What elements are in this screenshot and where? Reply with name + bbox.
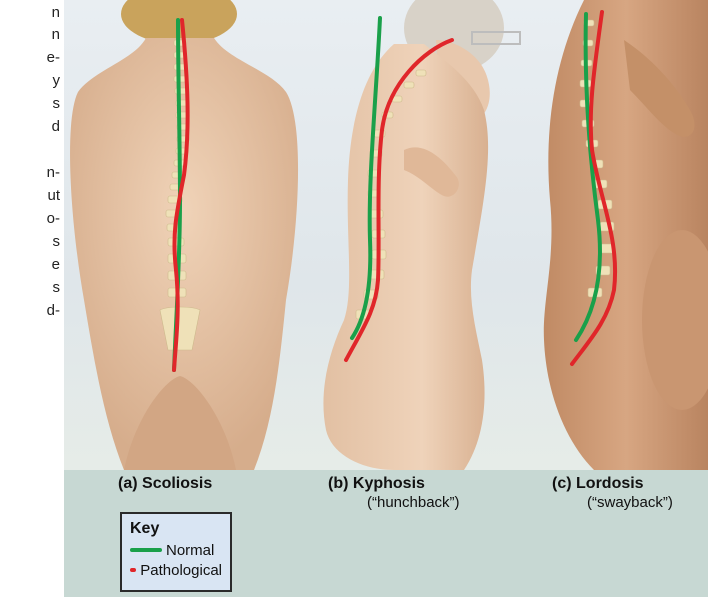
- figure-lordosis: [544, 0, 708, 470]
- caption-lordosis: (c) Lordosis (“swayback”): [552, 474, 673, 512]
- side-text-line: n: [52, 26, 60, 43]
- legend-swatch-pathological: [130, 568, 136, 572]
- legend-item-pathological: Pathological: [130, 560, 222, 580]
- spine-curvature-illustration: [64, 0, 708, 470]
- side-text-line: y: [53, 72, 61, 89]
- figure-scoliosis: [70, 0, 298, 470]
- spine-illustration-panel: [64, 0, 708, 470]
- truncated-side-text: n n e- y s d n- ut o- s e s d-: [0, 0, 64, 470]
- caption-scoliosis: (a) Scoliosis: [118, 474, 212, 493]
- side-text-line: o-: [47, 210, 60, 227]
- torso-side: [323, 44, 488, 470]
- legend-key: Key Normal Pathological: [120, 512, 232, 592]
- side-text-line: ut: [47, 187, 60, 204]
- caption-name: Lordosis: [576, 475, 644, 492]
- legend-title: Key: [130, 520, 222, 538]
- caption-letter: (a): [118, 475, 138, 492]
- caption-subtitle: (“hunchback”): [328, 493, 460, 512]
- caption-kyphosis: (b) Kyphosis (“hunchback”): [328, 474, 460, 512]
- side-text-line: e-: [47, 49, 60, 66]
- side-text-line: s: [53, 279, 61, 296]
- caption-name: Kyphosis: [353, 475, 425, 492]
- legend-swatch-normal: [130, 548, 162, 552]
- side-text-line: s: [53, 233, 61, 250]
- side-text-line: e: [52, 256, 60, 273]
- margin-strip: [0, 470, 64, 597]
- caption-subtitle: (“swayback”): [552, 493, 673, 512]
- side-text-line: n-: [47, 164, 60, 181]
- legend-label: Pathological: [140, 562, 222, 579]
- caption-letter: (b): [328, 475, 348, 492]
- side-text-line: d: [52, 118, 60, 135]
- figure-kyphosis: [323, 0, 520, 470]
- side-text-line: s: [53, 95, 61, 112]
- side-text-line: n: [52, 4, 60, 21]
- caption-letter: (c): [552, 475, 572, 492]
- side-text-line: d-: [47, 302, 60, 319]
- caption-name: Scoliosis: [142, 475, 212, 492]
- legend-label: Normal: [166, 542, 214, 559]
- legend-item-normal: Normal: [130, 540, 222, 560]
